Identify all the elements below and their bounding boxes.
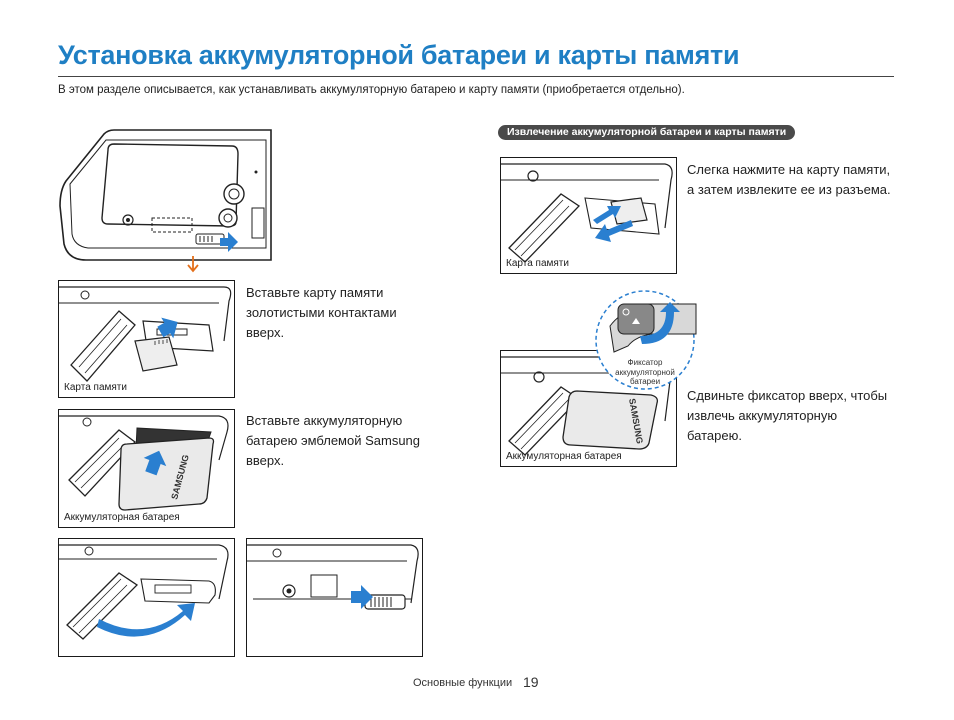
battery-insert-panel: SAMSUNG Аккумуляторная батарея (58, 409, 235, 528)
remove-battery-caption: Аккумуляторная батарея (506, 451, 622, 462)
memory-card-insert-panel: Карта памяти (58, 280, 235, 398)
removal-section-label: Извлечение аккумуляторной батареи и карт… (498, 125, 796, 140)
down-arrow-icon (186, 256, 200, 274)
memory-card-remove-panel: Карта памяти (500, 157, 677, 274)
push-arrow-icon (157, 317, 178, 339)
push-arrow-icon (143, 450, 167, 476)
lock-cover-panel (246, 538, 423, 657)
push-arrow-icon (593, 206, 621, 224)
page-title: Установка аккумуляторной батареи и карты… (58, 40, 740, 70)
remove-memory-card-caption: Карта памяти (506, 258, 569, 269)
battery-lock-label: Фиксатор аккумуляторной батареи (615, 358, 675, 386)
camera-overview-illustration (56, 126, 276, 262)
title-divider (58, 76, 894, 77)
intro-text: В этом разделе описывается, как устанавл… (58, 84, 685, 96)
removal-step2-text: Сдвиньте фиксатор вверх, чтобы извлечь а… (687, 388, 888, 443)
curved-arrow-icon (640, 302, 680, 344)
page-number: 19 (523, 674, 539, 690)
install-step2-text: Вставьте аккумуляторную батарею эмблемой… (246, 413, 421, 468)
slide-arrow-icon (351, 585, 373, 609)
battery-lock-inset: Фиксатор аккумуляторной батареи (592, 290, 698, 390)
install-step1-text: Вставьте карту памяти золотистыми контак… (246, 285, 397, 340)
removal-step1-text: Слегка нажмите на карту памяти, а затем … (687, 162, 891, 197)
footer-section-name: Основные функции (413, 677, 513, 689)
battery-caption: Аккумуляторная батарея (64, 512, 180, 523)
slide-arrow-icon (220, 232, 238, 252)
pull-arrow-icon (595, 220, 633, 242)
memory-card-caption: Карта памяти (64, 382, 127, 393)
close-cover-panel (58, 538, 235, 657)
curved-arrow-icon (97, 603, 195, 637)
